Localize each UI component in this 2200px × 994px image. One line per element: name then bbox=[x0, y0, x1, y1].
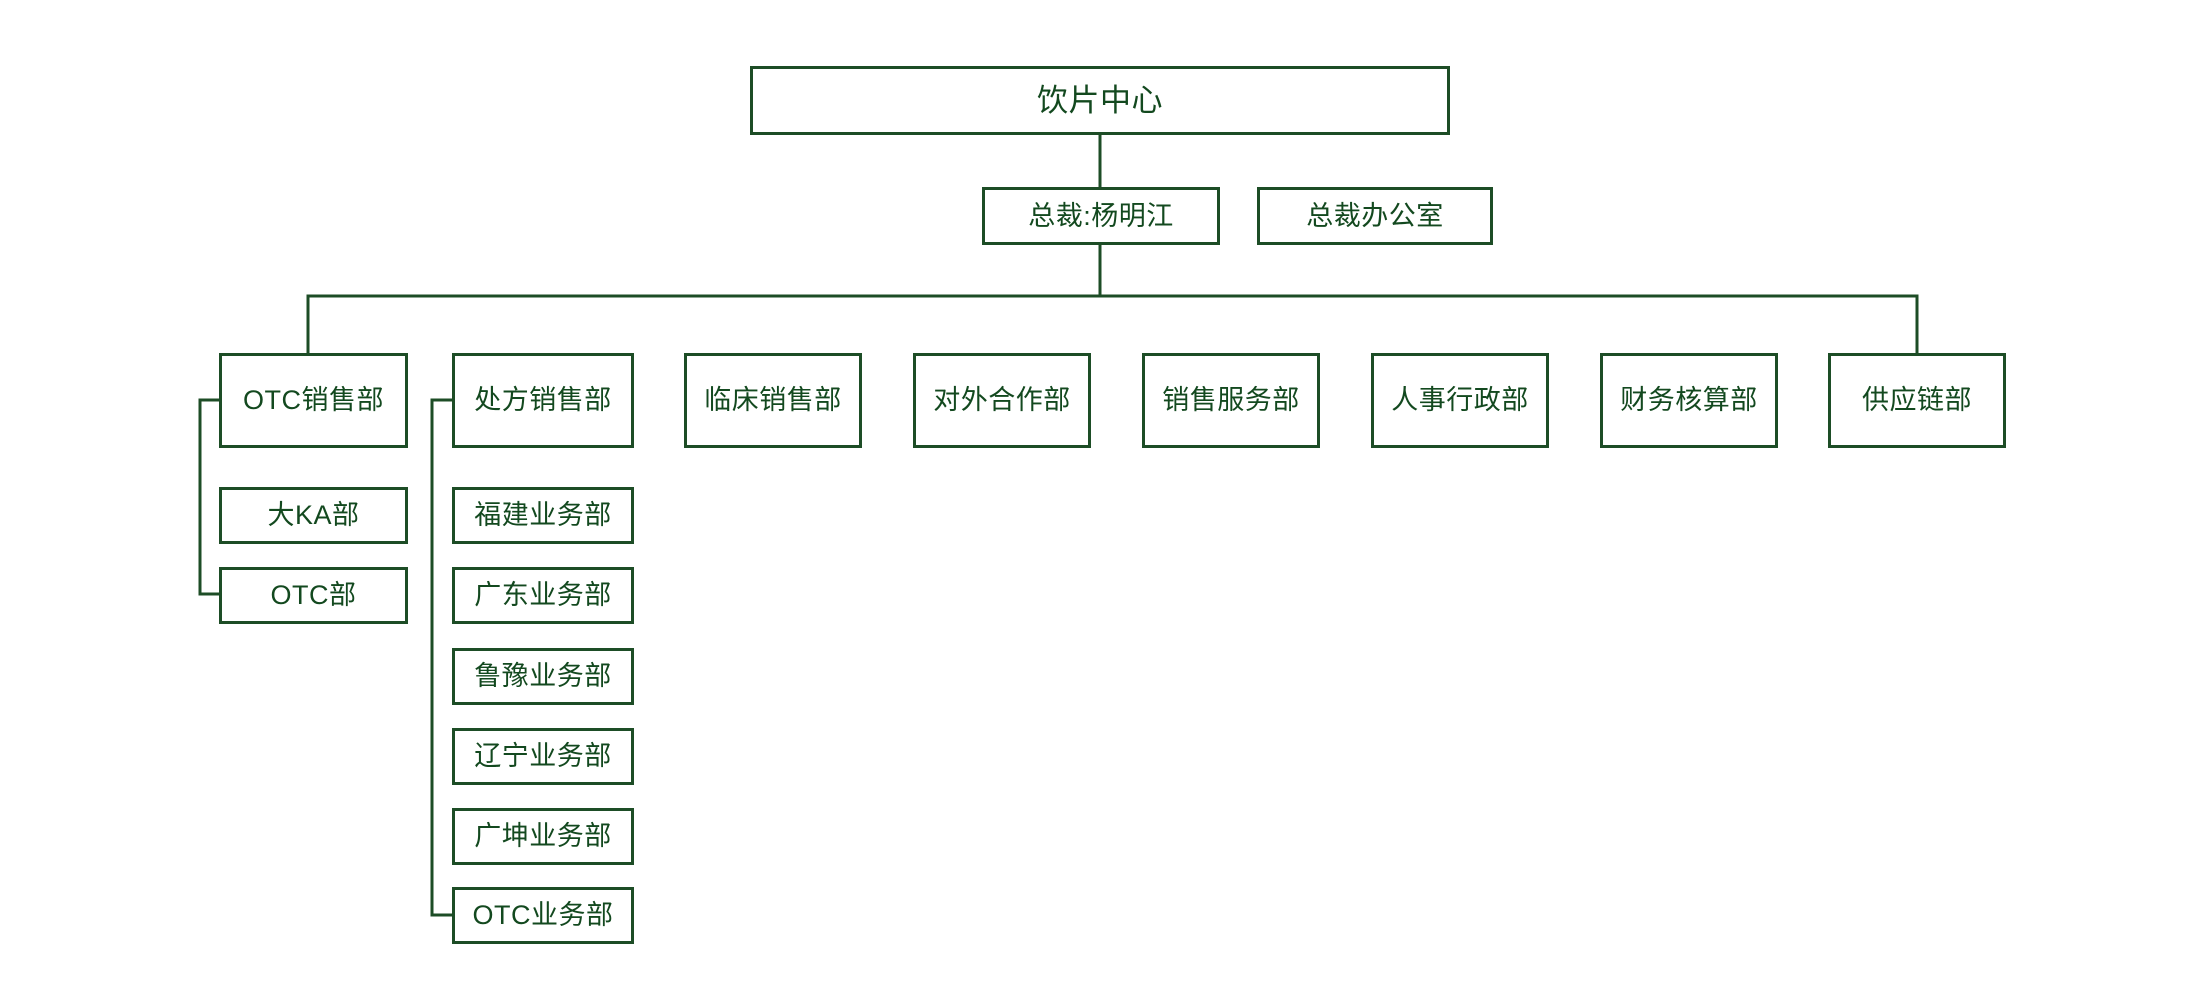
node-sub-fujian[interactable]: 福建业务部 bbox=[452, 487, 634, 544]
node-dept-sales-service-label: 销售服务部 bbox=[1162, 385, 1300, 415]
node-dept-financial-accounting-label: 财务核算部 bbox=[1620, 385, 1758, 415]
node-president[interactable]: 总裁:杨明江 bbox=[982, 187, 1220, 245]
node-dept-clinical-sales[interactable]: 临床销售部 bbox=[684, 353, 862, 448]
node-sub-guangkun-label: 广坤业务部 bbox=[474, 821, 612, 851]
node-root[interactable]: 饮片中心 bbox=[750, 66, 1450, 135]
line-otc-sales-subtree bbox=[198, 398, 221, 596]
node-president-label: 总裁:杨明江 bbox=[1028, 200, 1174, 231]
node-sub-guangdong-label: 广东业务部 bbox=[474, 580, 612, 610]
node-dept-hr-administration[interactable]: 人事行政部 bbox=[1371, 353, 1549, 448]
line-prescription-subtree bbox=[430, 398, 454, 917]
node-sub-liaoning[interactable]: 辽宁业务部 bbox=[452, 728, 634, 785]
node-sub-otc-label: OTC部 bbox=[270, 580, 357, 610]
node-dept-external-cooperation[interactable]: 对外合作部 bbox=[913, 353, 1091, 448]
node-sub-luyu[interactable]: 鲁豫业务部 bbox=[452, 648, 634, 705]
node-sub-fujian-label: 福建业务部 bbox=[474, 500, 612, 530]
node-sub-luyu-label: 鲁豫业务部 bbox=[474, 661, 612, 691]
node-dept-supply-chain[interactable]: 供应链部 bbox=[1828, 353, 2006, 448]
node-dept-supply-chain-label: 供应链部 bbox=[1862, 385, 1972, 415]
node-sub-liaoning-label: 辽宁业务部 bbox=[474, 741, 612, 771]
node-sub-otc[interactable]: OTC部 bbox=[219, 567, 408, 624]
node-dept-external-cooperation-label: 对外合作部 bbox=[933, 385, 1071, 415]
node-president-office[interactable]: 总裁办公室 bbox=[1257, 187, 1493, 245]
node-dept-financial-accounting[interactable]: 财务核算部 bbox=[1600, 353, 1778, 448]
node-sub-otc-business-label: OTC业务部 bbox=[472, 900, 614, 930]
node-dept-otc-sales-label: OTC销售部 bbox=[243, 385, 384, 415]
node-dept-sales-service[interactable]: 销售服务部 bbox=[1142, 353, 1320, 448]
node-sub-otc-business[interactable]: OTC业务部 bbox=[452, 887, 634, 944]
node-dept-hr-administration-label: 人事行政部 bbox=[1391, 385, 1529, 415]
node-dept-clinical-sales-label: 临床销售部 bbox=[704, 385, 842, 415]
node-sub-major-ka-label: 大KA部 bbox=[267, 500, 360, 530]
node-dept-prescription-sales-label: 处方销售部 bbox=[474, 385, 612, 415]
node-dept-otc-sales[interactable]: OTC销售部 bbox=[219, 353, 408, 448]
node-president-office-label: 总裁办公室 bbox=[1306, 200, 1444, 231]
node-sub-major-ka[interactable]: 大KA部 bbox=[219, 487, 408, 544]
node-dept-prescription-sales[interactable]: 处方销售部 bbox=[452, 353, 634, 448]
node-sub-guangkun[interactable]: 广坤业务部 bbox=[452, 808, 634, 865]
node-root-label: 饮片中心 bbox=[1037, 83, 1163, 118]
node-sub-guangdong[interactable]: 广东业务部 bbox=[452, 567, 634, 624]
